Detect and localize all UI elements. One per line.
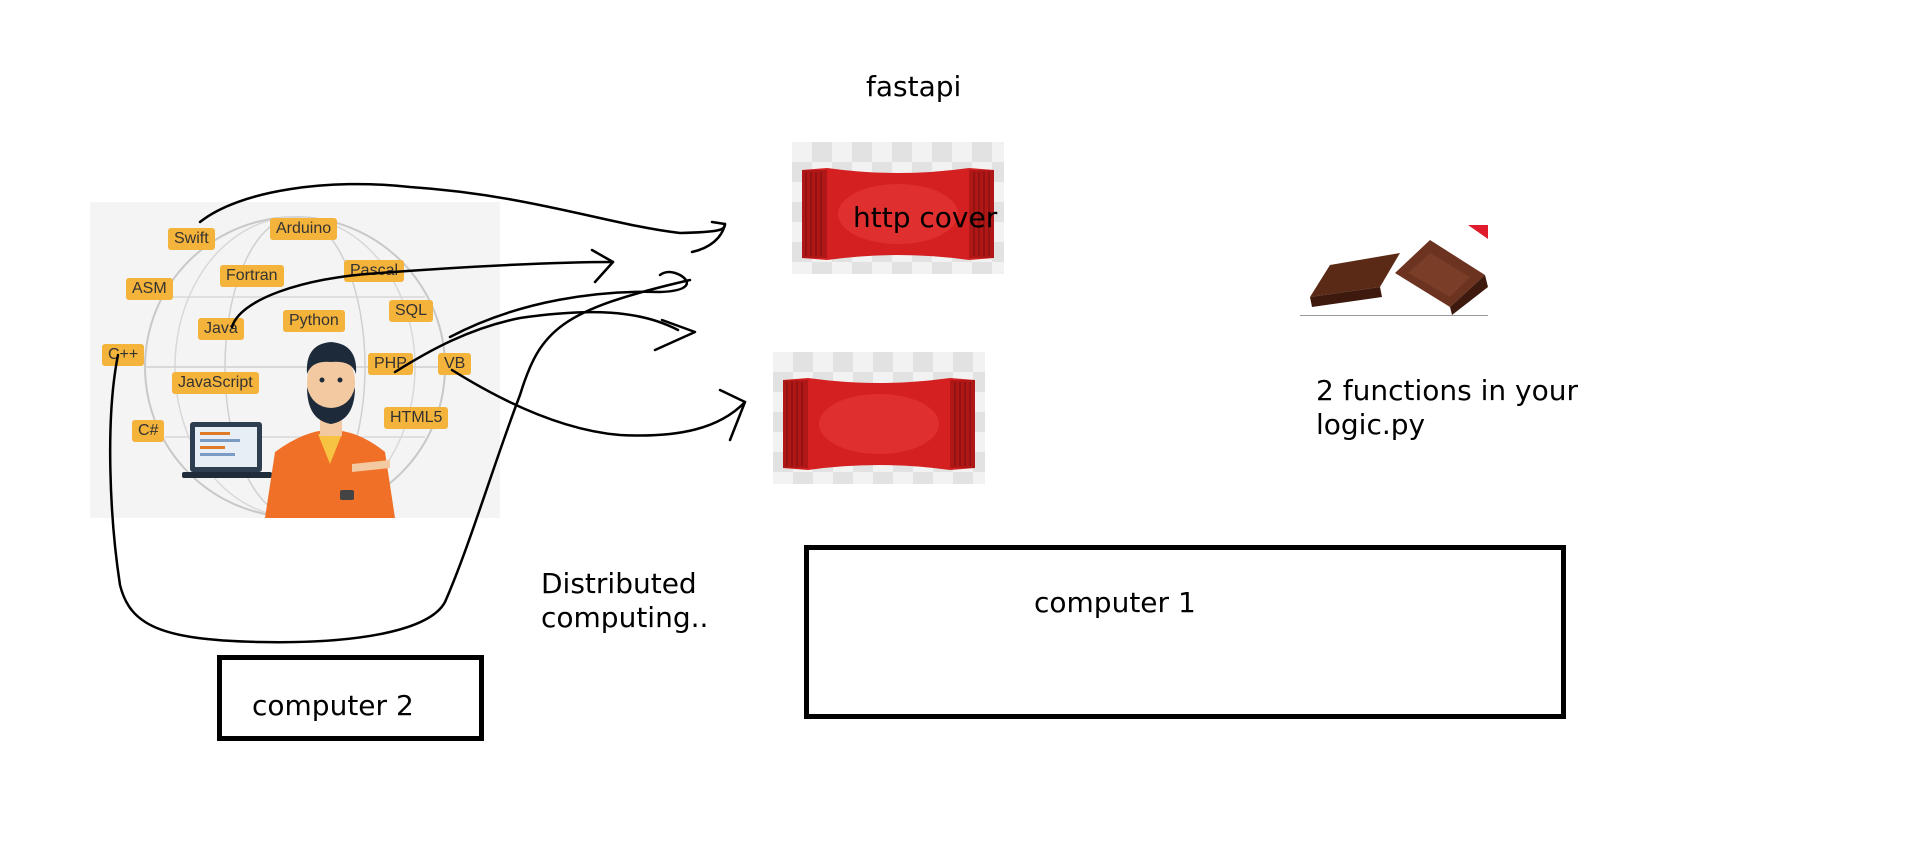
functions-note-line2: logic.py bbox=[1316, 408, 1426, 441]
candy-image-top bbox=[792, 142, 1004, 274]
tag-pascal: Pascal bbox=[344, 260, 405, 282]
tag-python: Python bbox=[283, 310, 345, 332]
tag-asm: ASM bbox=[126, 278, 173, 300]
distributed-computing-line2: computing.. bbox=[541, 601, 709, 634]
candy-graphic bbox=[802, 168, 994, 260]
http-cover-label: http cover bbox=[853, 201, 998, 234]
arrow-head-2 bbox=[590, 248, 615, 284]
tag-php: PHP bbox=[368, 353, 413, 375]
tag-sql: SQL bbox=[389, 300, 434, 322]
candy-image-bottom bbox=[773, 352, 985, 484]
arrow-head-1 bbox=[690, 220, 727, 254]
computer2-box bbox=[217, 655, 484, 741]
computer1-label: computer 1 bbox=[1034, 586, 1196, 619]
computer1-box bbox=[804, 545, 1566, 719]
computer2-label: computer 2 bbox=[252, 689, 414, 722]
tag-vb: VB bbox=[438, 353, 472, 375]
tag-fortran: Fortran bbox=[220, 265, 284, 287]
tag-csharp: C# bbox=[132, 420, 165, 442]
tag-cpp: C++ bbox=[102, 344, 145, 366]
tag-arduino: Arduino bbox=[270, 218, 338, 240]
distributed-computing-line1: Distributed bbox=[541, 567, 697, 600]
tag-swift: Swift bbox=[168, 228, 215, 250]
programmer-illustration: Swift Arduino ASM Fortran Pascal Java Py… bbox=[90, 202, 500, 518]
arrow-head-3 bbox=[653, 318, 697, 352]
candy-graphic bbox=[783, 378, 975, 470]
laptop-graphic bbox=[182, 422, 272, 478]
tag-java: Java bbox=[198, 318, 244, 340]
functions-note-line1: 2 functions in your bbox=[1316, 374, 1578, 407]
arrow-head-4 bbox=[718, 388, 747, 442]
chocolate-image bbox=[1300, 225, 1488, 316]
tag-html5: HTML5 bbox=[384, 407, 449, 429]
chocolate-graphic bbox=[1310, 225, 1488, 315]
fastapi-label: fastapi bbox=[866, 70, 962, 103]
tag-javascript: JavaScript bbox=[172, 372, 259, 394]
